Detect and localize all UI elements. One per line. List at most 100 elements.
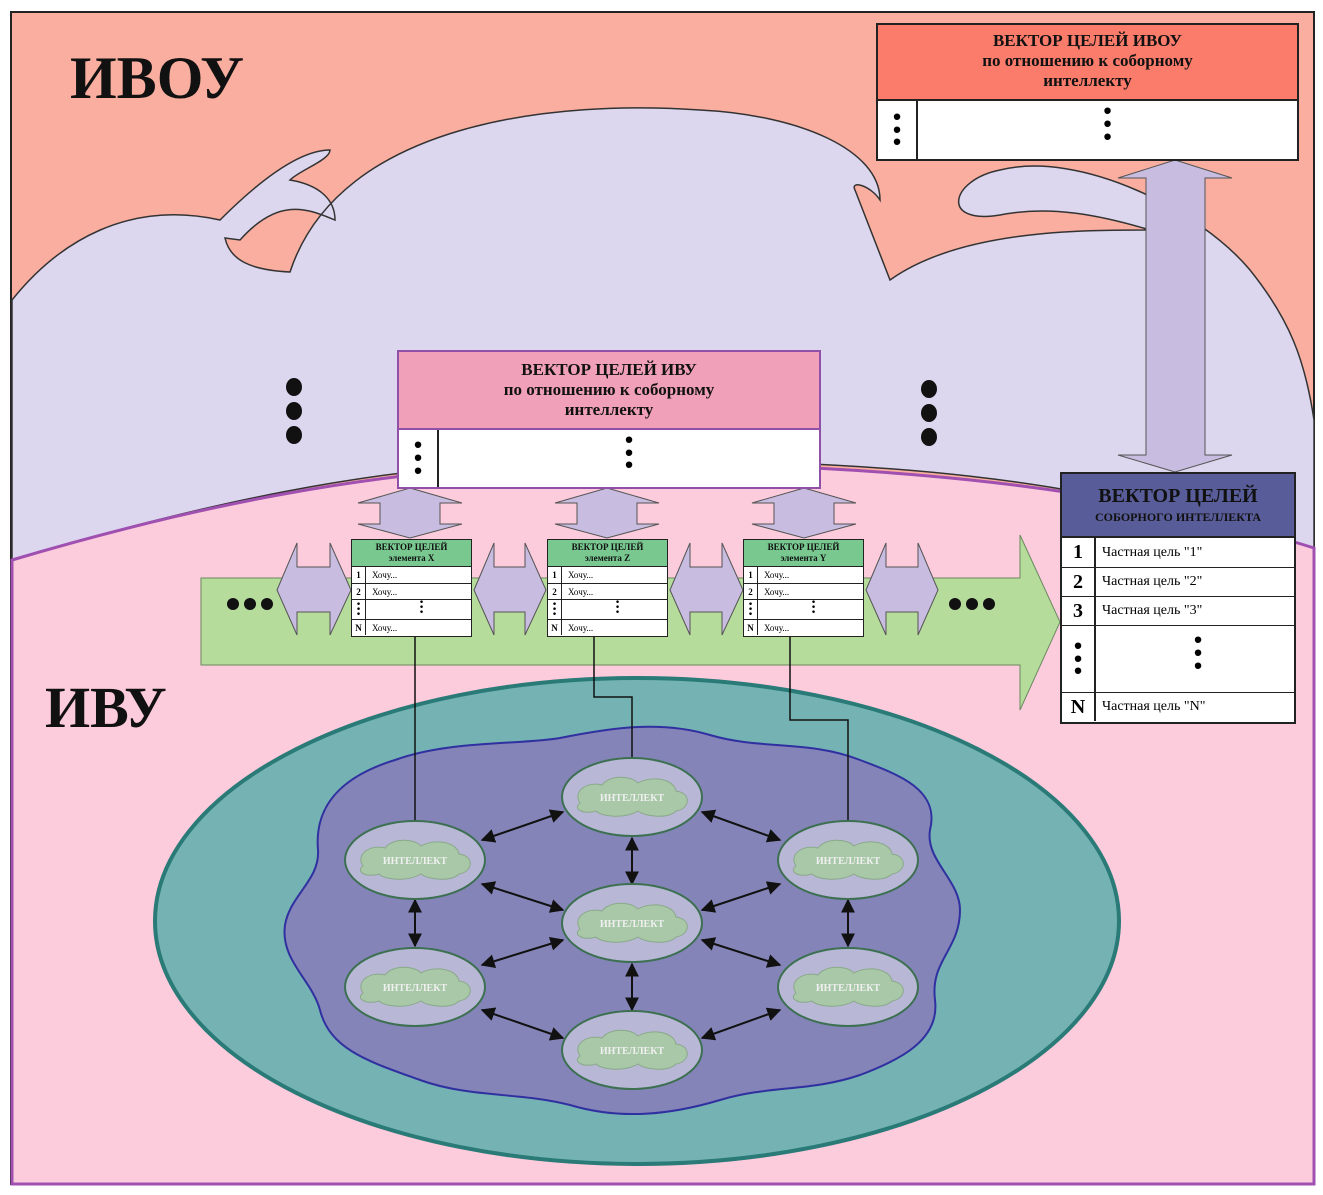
ivou-vector-row: ··· ··· [878,88,1297,165]
ellipsis-dots-flow-left [227,598,273,610]
intellect-node-label: ИНТЕЛЛЕКТ [816,856,881,867]
intellect-node: ИНТЕЛЛЕКТ [344,820,486,900]
sobor-vector-row: N Частная цель "N" [1062,692,1294,721]
sobor-vector-row-num: 1 [1062,538,1096,567]
element-vector-row-num: 1 [548,567,562,583]
element-vector-title: ВЕКТОР ЦЕЛЕЙ [375,542,448,552]
sobor-vector-row-text: Частная цель "3" [1102,603,1203,618]
cloud-icon [576,1029,688,1070]
element-vector-row: N Хочу... [744,619,863,635]
element-vector-subtitle: элемента Y [780,553,827,563]
ivou-vector-num: ··· [878,93,918,165]
sobor-vector-row-num: N [1062,693,1096,721]
ivou-vector-header: ВЕКТОР ЦЕЛЕЙ ИВОУ по отношению к соборно… [878,25,1297,101]
element-vector-row-num: N [352,620,366,635]
sobor-vector-row-text: ··· [1096,617,1294,688]
cloud-icon [359,839,471,880]
intellect-node: ИНТЕЛЛЕКТ [561,1010,703,1090]
element-vector-row-num: 1 [352,567,366,583]
element-vector-row-num: ··· [548,596,562,623]
sobor-vector-header: ВЕКТОР ЦЕЛЕЙ СОБОРНОГО ИНТЕЛЛЕКТА [1062,474,1294,538]
intellect-node-label: ИНТЕЛЛЕКТ [816,983,881,994]
ivou-goal-vector: ВЕКТОР ЦЕЛЕЙ ИВОУ по отношению к соборно… [876,23,1299,165]
element-vector-row-text: ··· [758,594,863,621]
element-vector-row-text: Хочу... [372,586,398,597]
element-vector-row-text: Хочу... [372,570,398,580]
sobor-vector-row: ··· ··· [1062,617,1294,692]
intellect-node: ИНТЕЛЛЕКТ [561,757,703,837]
ellipsis-dots-left [286,378,302,444]
element-vector-row-text: ··· [562,593,667,622]
element-vector-title: ВЕКТОР ЦЕЛЕЙ [767,542,840,552]
vertical-ellipsis-icon: ··· [355,595,362,624]
intellect-nodes: ИНТЕЛЛЕКТ ИНТЕЛЛЕКТ ИНТЕЛЛЕКТ ИНТЕЛЛЕКТ ИНТЕ… [344,757,919,1090]
element-node-connectors [414,637,849,825]
ivu-label: ИВУ [45,675,167,740]
element-vector-row-text: Хочу... [764,622,790,633]
intellect-node: ИНТЕЛЛЕКТ [777,947,919,1027]
cloud-icon [359,966,471,1007]
ivu-vector-subtitle: по отношению к соборному интеллекту [503,380,715,419]
sobor-vector-row-text: Частная цель "N" [1102,699,1206,714]
vertical-ellipsis-icon: ··· [890,93,904,165]
element-vector-row: 2 Хочу... [548,583,667,599]
element-vector-row-num: 2 [548,584,562,599]
sobor-vector-row-num: ··· [1062,625,1096,692]
vertical-ellipsis-icon: ··· [1191,617,1205,688]
element-vector-row-num: 1 [744,567,758,583]
ivou-cloud-region [11,107,1315,562]
intellect-node-label: ИНТЕЛЛЕКТ [600,1046,665,1057]
intellect-node: ИНТЕЛЛЕКТ [561,883,703,963]
ivu-vector-num: ··· [399,425,439,491]
element-vector-row-text: Хочу... [568,570,594,580]
sobor-vector-title: ВЕКТОР ЦЕЛЕЙ [1098,485,1258,507]
ivou-label: ИВОУ [70,45,244,111]
ivu-vector-title: ВЕКТОР ЦЕЛЕЙ ИВУ [521,360,697,379]
element-vector-subtitle: элемента X [388,553,435,563]
sobor-vector-subtitle: СОБОРНОГО ИНТЕЛЛЕКТА [1094,510,1262,524]
element-vector-row-text: Хочу... [372,622,398,633]
vertical-ellipsis-icon: ··· [614,593,621,622]
intellect-node-label: ИНТЕЛЛЕКТ [600,793,665,804]
vertical-ellipsis-icon: ··· [747,595,754,624]
element-vector-subtitle: элемента Z [584,553,631,563]
element-vector-row-num: N [744,620,758,635]
intellect-node: ИНТЕЛЛЕКТ [344,947,486,1027]
element-vector-row-num: 2 [352,584,366,599]
cloud-icon [792,966,904,1007]
ivu-element-arrows [357,487,857,539]
element-vector-row: ··· ··· [744,594,863,624]
intellect-node: ИНТЕЛЛЕКТ [777,820,919,900]
element-vector-row-num: ··· [744,595,758,624]
cloud-icon [576,902,688,943]
intellect-node-label: ИНТЕЛЛЕКТ [383,856,448,867]
vertical-ellipsis-icon: ··· [418,593,425,622]
sobor-vector-row-num: 2 [1062,568,1096,596]
ellipsis-dots-flow-right [949,598,995,610]
element-vector-row: 1 Хочу... [352,567,471,583]
ivu-goal-vector: ВЕКТОР ЦЕЛЕЙ ИВУ по отношению к соборном… [397,350,821,491]
ivu-vector-text: ··· [439,419,819,485]
element-vector-title: ВЕКТОР ЦЕЛЕЙ [571,542,644,552]
intellect-node-label: ИНТЕЛЛЕКТ [383,983,448,994]
ivou-vector-subtitle: по отношению к соборному интеллекту [982,51,1193,90]
element-vector-row-num: N [548,620,562,635]
element-vector-row: 2 Хочу... [352,583,471,599]
element-vector-row-text: Хочу... [764,586,790,597]
ellipsis-dots-right [921,380,937,446]
element-vector-row-text: Хочу... [568,586,594,597]
vertical-ellipsis-icon: ··· [1100,88,1115,159]
element-vector-row: ··· ··· [352,593,471,624]
cloud-icon [576,776,688,817]
element-vector-row: 1 Хочу... [548,567,667,583]
ivou-vector-text: ··· [918,88,1297,159]
